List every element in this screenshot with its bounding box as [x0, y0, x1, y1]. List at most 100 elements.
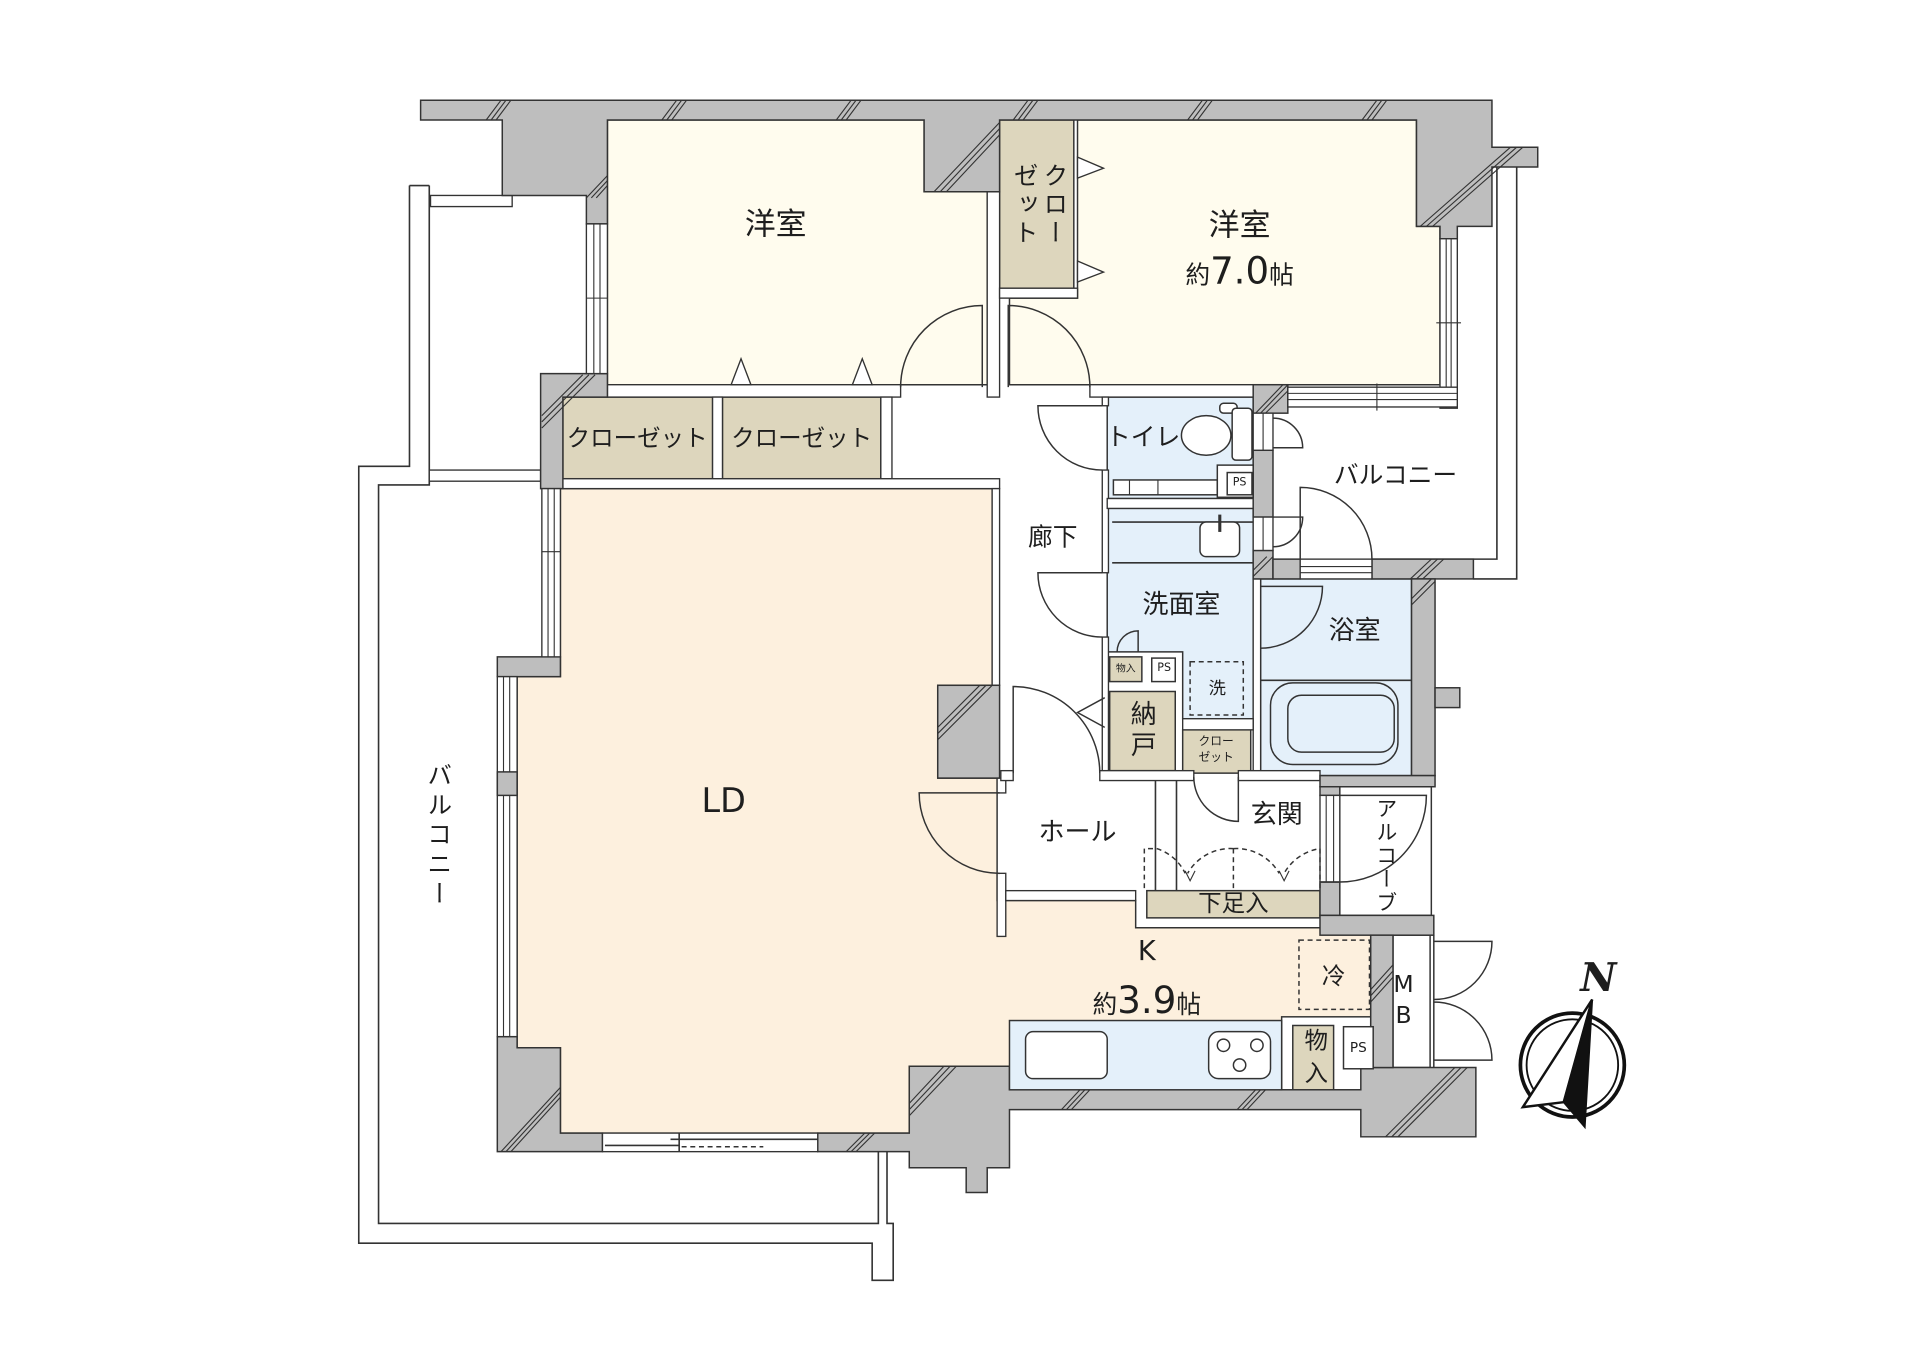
window-room2-east: [1439, 238, 1458, 409]
storeroom-floor: [1108, 690, 1176, 772]
washing-machine-label: 洗: [1208, 679, 1226, 699]
alcove-label: アルコーブ: [1371, 797, 1397, 915]
window-ld-west-upper-sash: [541, 488, 561, 657]
hall-pillar: [936, 684, 1001, 779]
closet-a-label: クローゼット: [566, 424, 708, 453]
kitchen-area: 約3.9帖: [1093, 983, 1202, 1020]
door-storeroom-folding: [1075, 697, 1106, 729]
kitchen-stove: [1207, 1030, 1272, 1080]
wall-room-partition: [986, 191, 1001, 398]
alcove-north-wall: [1319, 774, 1436, 788]
washroom-cupboard-label: 物入: [1115, 663, 1136, 675]
shoe-cabinet-door-left: [1143, 847, 1186, 889]
door-ld: [918, 792, 1000, 875]
alcove-south-wall: [1319, 914, 1435, 936]
wall-corridor-east-3: [1101, 636, 1110, 772]
washroom-ps-box: [1151, 657, 1176, 683]
door-hall: [1012, 685, 1101, 774]
fixtures: [1008, 402, 1412, 1091]
front-door-frame: [1325, 795, 1335, 882]
wall-washroom-south: [1181, 718, 1254, 731]
window-room2-east-sash: [1436, 238, 1462, 409]
window-room2-south-sash: [1287, 383, 1458, 411]
toilet-ps-label: PS: [1232, 476, 1247, 490]
windows: [496, 223, 1462, 1153]
compass-needle-dark: [1562, 999, 1594, 1130]
window-room2-south: [1287, 386, 1458, 408]
wall-toilet-washroom: [1106, 497, 1254, 510]
wall-washroom-bath: [1252, 578, 1262, 777]
window-ld-west-lower: [496, 675, 518, 1038]
structural-walls: [419, 99, 1539, 1194]
toilet-bowl: [1180, 414, 1232, 456]
door-bathroom: [1260, 585, 1324, 649]
kitchen-area-unit: 帖: [1176, 989, 1202, 1020]
meter-box-label: MB: [1389, 971, 1418, 1033]
bathroom-label: 浴室: [1328, 615, 1381, 646]
ld-label: LD: [701, 782, 746, 821]
wall-closet-room2-south: [998, 287, 1079, 299]
room2-label: 洋室: [1208, 207, 1271, 244]
washroom-label: 洗面室: [1142, 589, 1221, 620]
bathroom-east-wall-pier: [1434, 687, 1461, 709]
kitchen-sink: [1024, 1030, 1108, 1080]
closet-room2-label-col1: クロー: [1039, 162, 1069, 249]
bathroom-east-wall: [1410, 578, 1436, 777]
door-balcony-east: [1299, 486, 1373, 560]
door-entrance-closet: [1193, 776, 1240, 823]
closet-b-door-marker: [851, 356, 874, 386]
ld-southwest-corner-wall: [496, 1035, 604, 1153]
ld-west-wall-step: [496, 656, 562, 678]
balcony-east-door-threshold: [1300, 565, 1372, 574]
washroom-ps-label: PS: [1157, 662, 1172, 675]
window-ld-west-mullion: [496, 771, 518, 797]
room1-label: 洋室: [744, 205, 807, 242]
wall-hall-west-2: [996, 872, 1007, 938]
washing-machine-space: [1189, 661, 1245, 716]
door-toilet: [1037, 404, 1103, 471]
bathtub-outer: [1269, 682, 1399, 766]
washroom-east-wall: [1252, 549, 1274, 580]
closet-room2-door-marker-top: [1076, 156, 1106, 180]
refrigerator-label: 冷: [1321, 963, 1346, 991]
stove-burner-2: [1249, 1038, 1264, 1053]
kitchen-cupboard-label: 物入: [1300, 1027, 1329, 1093]
toilet-tank: [1231, 407, 1253, 461]
wall-hall-north-3: [1237, 769, 1321, 782]
window-room1-west: [585, 223, 609, 375]
toilet-label: トイレ: [1105, 421, 1181, 452]
balcony-west-inner-edge: [377, 185, 880, 1225]
door-meter-box: [1433, 935, 1493, 1068]
kitchen-area-value: 3.9: [1117, 979, 1177, 1024]
shoe-cabinet-door-center: [1186, 847, 1280, 889]
wall-hatching: [485, 99, 1524, 1153]
shoe-cabinet-doors: [1143, 847, 1321, 889]
balcony-east-south-wall-2: [1371, 558, 1475, 580]
kitchen-cupboard: [1292, 1024, 1335, 1091]
window-ld-west-upper: [541, 487, 562, 658]
hall-label: ホール: [1038, 817, 1117, 847]
kitchen-ps-label: PS: [1349, 1039, 1367, 1056]
window-room1-west-sash: [586, 223, 608, 374]
wall-room2-south: [1089, 384, 1254, 398]
bathtub-inner: [1287, 694, 1395, 753]
room2-area-prefix: 約: [1185, 259, 1211, 290]
wall-ld-north: [559, 478, 1001, 490]
stove-burner-3: [1232, 1058, 1247, 1072]
closet-a-door-marker: [730, 356, 752, 386]
balcony-east-south-wall-1: [1272, 558, 1301, 580]
balcony-east-label: バルコニー: [1333, 460, 1458, 490]
room2-area-unit: 帖: [1269, 259, 1294, 290]
wall-hall-north-1: [1000, 769, 1014, 782]
entrance-closet-floor: [1181, 729, 1252, 774]
balcony-north-railing: [429, 194, 513, 208]
balcony-east-outer-edge: [1473, 166, 1518, 580]
compass-north-label: N: [1580, 953, 1617, 1001]
front-door: [1319, 794, 1428, 883]
door-washroom: [1037, 571, 1103, 638]
window-ld-south-sash: [604, 1133, 818, 1152]
north-exterior-wall: [419, 99, 1539, 240]
wall-hall-south: [1005, 889, 1137, 902]
